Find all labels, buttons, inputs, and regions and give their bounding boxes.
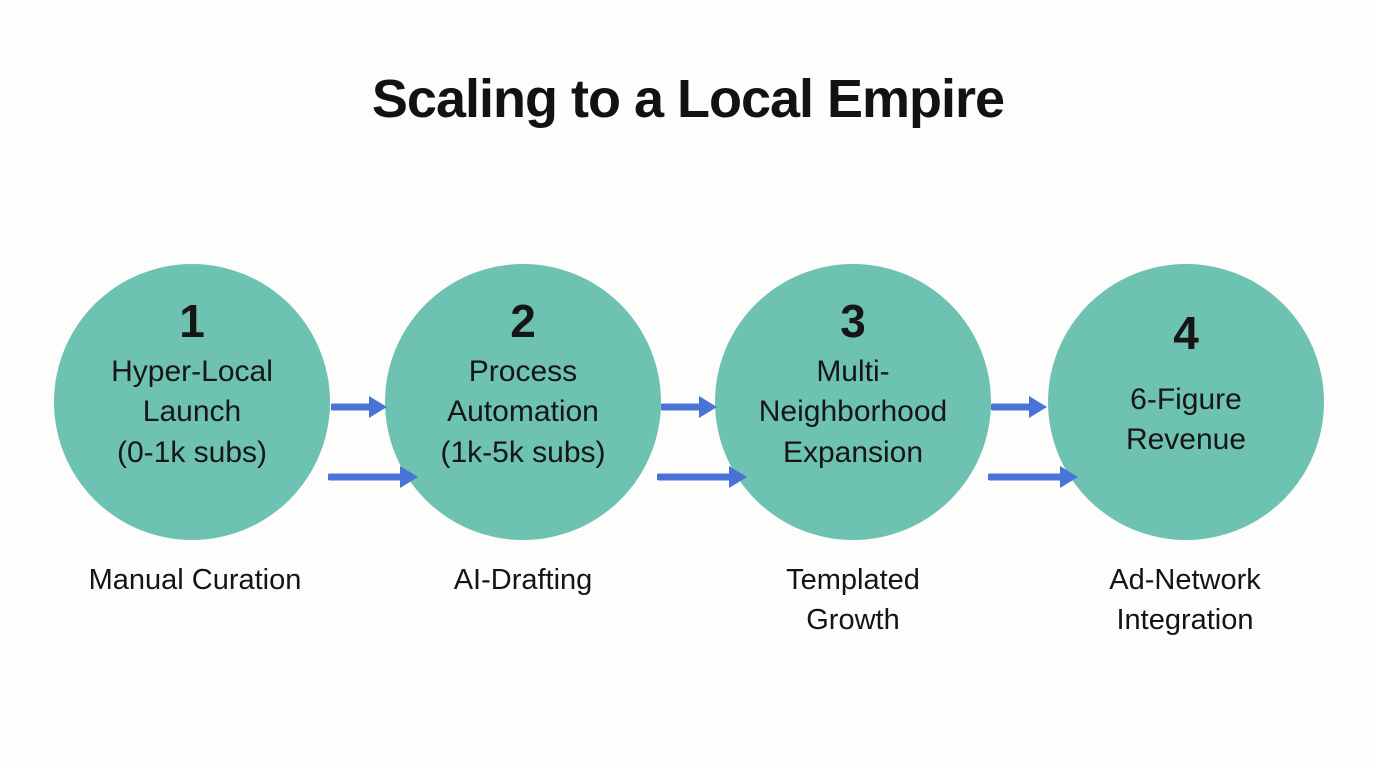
step-text: Multi- Neighborhood Expansion bbox=[758, 355, 948, 469]
step-number: 1 bbox=[179, 295, 205, 348]
step-number: 4 bbox=[1173, 307, 1199, 360]
step-circle-4: 4 6-Figure Revenue bbox=[1048, 264, 1324, 540]
step-number: 3 bbox=[840, 295, 866, 348]
slide-title: Scaling to a Local Empire bbox=[371, 69, 1005, 129]
step-caption-3: Templated Growth bbox=[786, 564, 920, 637]
step-number: 2 bbox=[510, 295, 536, 348]
right-arrow-icon bbox=[331, 396, 387, 418]
step-caption-4: Ad-Network Integration bbox=[1109, 564, 1261, 637]
right-arrow-icon bbox=[657, 466, 747, 488]
step-circle-3-content: 3 Multi- Neighborhood Expansion bbox=[759, 295, 947, 472]
step-circle-4-content: 4 6-Figure Revenue bbox=[1126, 307, 1246, 460]
step-caption-1: Manual Curation bbox=[88, 564, 302, 596]
step-circle-1: 1 Hyper-Local Launch (0-1k subs) bbox=[54, 264, 330, 540]
step-text: 6-Figure Revenue bbox=[1125, 383, 1247, 457]
step-circle-1-content: 1 Hyper-Local Launch (0-1k subs) bbox=[111, 295, 273, 472]
step-circle-2-content: 2 Process Automation (1k-5k subs) bbox=[440, 295, 605, 472]
right-arrow-icon bbox=[661, 396, 717, 418]
step-circle-3: 3 Multi- Neighborhood Expansion bbox=[715, 264, 991, 540]
right-arrow-icon bbox=[991, 396, 1047, 418]
right-arrow-icon bbox=[988, 466, 1078, 488]
step-circle-2: 2 Process Automation (1k-5k subs) bbox=[385, 264, 661, 540]
step-text: Process Automation (1k-5k subs) bbox=[440, 355, 606, 469]
right-arrow-icon bbox=[328, 466, 418, 488]
step-caption-2: AI-Drafting bbox=[453, 564, 593, 596]
step-text: Hyper-Local Launch (0-1k subs) bbox=[111, 355, 273, 469]
